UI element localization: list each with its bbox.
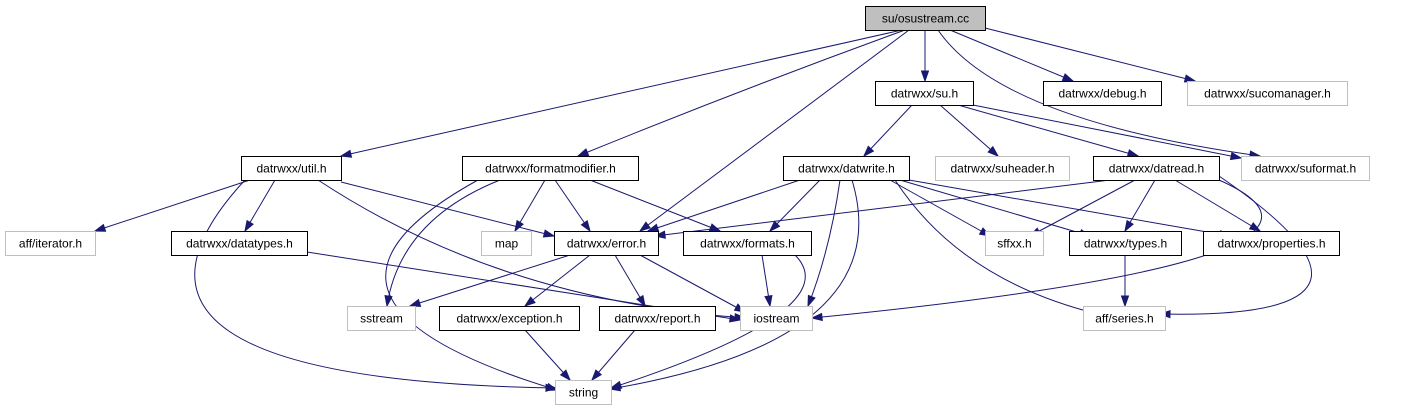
- edge-formats-to-iostream: [761, 254, 773, 308]
- node-label: datrwxx/error.h: [567, 237, 646, 251]
- node-root: su/osustream.cc: [865, 6, 986, 31]
- edge-error-to-sstream: [408, 254, 571, 307]
- node-sffxx: sffxx.h: [985, 231, 1044, 256]
- node-label: datrwxx/util.h: [256, 162, 326, 176]
- node-label: datrwxx/properties.h: [1217, 237, 1325, 251]
- node-label: datrwxx/formats.h: [700, 237, 795, 251]
- edge-root-to-su: [920, 30, 930, 83]
- node-label: datrwxx/datread.h: [1109, 162, 1204, 176]
- node-suformat: datrwxx/suformat.h: [1241, 156, 1370, 181]
- node-series: aff/series.h: [1083, 306, 1166, 331]
- edge-su-to-suformat: [972, 104, 1243, 161]
- node-label: datrwxx/exception.h: [456, 312, 562, 326]
- dependency-edges: [93, 27, 1313, 393]
- node-report[interactable]: datrwxx/report.h: [599, 306, 716, 331]
- edge-root-to-formatmodifier: [576, 29, 906, 157]
- edge-util-to-string: [194, 179, 558, 393]
- node-su[interactable]: datrwxx/su.h: [875, 81, 974, 106]
- edge-formatmodifier-to-map: [514, 179, 546, 233]
- node-string: string: [555, 380, 612, 405]
- edge-util-to-datatypes: [244, 179, 276, 233]
- edge-types-to-series: [1120, 255, 1130, 308]
- node-map: map: [481, 231, 532, 256]
- node-label: datrwxx/datwrite.h: [798, 162, 895, 176]
- edge-datread-to-properties: [1174, 179, 1262, 232]
- edge-su-to-suheader: [939, 104, 1000, 157]
- edge-datwrite-to-iostream: [807, 179, 841, 308]
- node-label: aff/iterator.h: [19, 237, 82, 251]
- edge-datwrite-to-sffxx: [889, 179, 992, 237]
- edge-util-to-error: [340, 181, 556, 238]
- node-suheader: datrwxx/suheader.h: [935, 156, 1070, 181]
- node-label: sffxx.h: [997, 237, 1031, 251]
- node-sucomanager: datrwxx/sucomanager.h: [1187, 81, 1348, 106]
- node-label: map: [495, 237, 519, 251]
- edge-report-to-string: [591, 329, 636, 382]
- edge-root-to-error: [638, 29, 910, 232]
- node-label: datrwxx/suheader.h: [950, 162, 1054, 176]
- node-util[interactable]: datrwxx/util.h: [241, 156, 342, 181]
- edge-formatmodifier-to-sstream: [384, 179, 501, 308]
- edge-datwrite-to-properties: [908, 179, 1232, 239]
- edge-exception-to-string: [524, 329, 572, 382]
- node-label: datrwxx/types.h: [1084, 237, 1167, 251]
- edge-su-to-datread: [957, 104, 1140, 158]
- node-label: string: [569, 386, 598, 400]
- edge-datread-to-types: [1124, 179, 1156, 233]
- edge-root-to-sucomanager: [984, 27, 1197, 83]
- edge-error-to-report: [614, 254, 646, 308]
- edge-formatmodifier-to-string: [385, 179, 559, 391]
- node-debug[interactable]: datrwxx/debug.h: [1043, 81, 1162, 106]
- edge-error-to-iostream: [639, 254, 747, 313]
- edge-root-to-debug: [949, 29, 1075, 82]
- node-label: datrwxx/sucomanager.h: [1204, 87, 1331, 101]
- edge-formatmodifier-to-error: [554, 179, 591, 233]
- node-label: aff/series.h: [1095, 312, 1153, 326]
- node-label: iostream: [753, 312, 799, 326]
- node-formats[interactable]: datrwxx/formats.h: [683, 231, 812, 256]
- edge-root-to-util: [339, 29, 903, 158]
- node-datatypes[interactable]: datrwxx/datatypes.h: [171, 231, 308, 256]
- node-label: datrwxx/su.h: [891, 87, 958, 101]
- node-sstream: sstream: [347, 306, 416, 331]
- node-error[interactable]: datrwxx/error.h: [554, 231, 659, 256]
- node-label: datrwxx/suformat.h: [1255, 162, 1356, 176]
- node-datwrite[interactable]: datrwxx/datwrite.h: [783, 156, 910, 181]
- node-label: datrwxx/datatypes.h: [186, 237, 293, 251]
- node-exception[interactable]: datrwxx/exception.h: [439, 306, 580, 331]
- edge-datwrite-to-types: [899, 179, 1092, 238]
- node-iostream: iostream: [740, 306, 813, 331]
- node-properties[interactable]: datrwxx/properties.h: [1203, 231, 1340, 256]
- node-label: sstream: [360, 312, 403, 326]
- node-label: su/osustream.cc: [882, 12, 969, 26]
- node-label: datrwxx/report.h: [614, 312, 700, 326]
- node-iterator: aff/iterator.h: [5, 231, 96, 256]
- edge-datwrite-to-string: [608, 179, 860, 392]
- dependency-nodes: su/osustream.cc datrwxx/util.h datrwxx/for…: [5, 6, 1370, 405]
- node-label: datrwxx/formatmodifier.h: [485, 162, 616, 176]
- edge-datwrite-to-formats: [768, 179, 821, 233]
- node-types[interactable]: datrwxx/types.h: [1069, 231, 1182, 256]
- edge-su-to-datwrite: [862, 104, 913, 158]
- node-datread[interactable]: datrwxx/datread.h: [1093, 156, 1220, 181]
- edge-formatmodifier-to-formats: [589, 179, 722, 232]
- node-label: datrwxx/debug.h: [1058, 87, 1146, 101]
- node-formatmodifier[interactable]: datrwxx/formatmodifier.h: [462, 156, 639, 181]
- edge-error-to-exception: [523, 254, 591, 307]
- edge-util-to-iterator: [93, 179, 251, 232]
